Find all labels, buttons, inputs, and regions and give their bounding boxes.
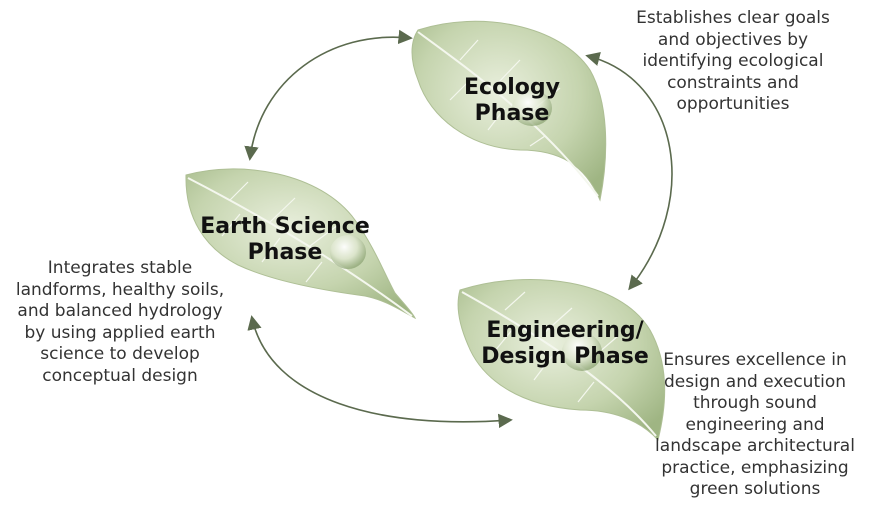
earth-science-phase-title: Earth Science Phase — [200, 214, 370, 265]
arrow-ecology-engineering — [585, 51, 673, 291]
ecology-description: Establishes clear goals and objectives b… — [636, 8, 830, 115]
arrow-earth-science-engineering — [247, 315, 513, 429]
engineering-phase-title: Engineering/ Design Phase — [481, 318, 649, 369]
engineering-description: Ensures excellence in design and executi… — [655, 350, 855, 500]
earth-science-description: Integrates stable landforms, healthy soi… — [15, 258, 225, 386]
engineering-leaf — [457, 278, 666, 442]
arrow-ecology-earth-science — [244, 29, 413, 161]
earth-science-leaf — [185, 168, 417, 320]
ecology-leaf — [411, 20, 607, 202]
ecology-phase-title: Ecology Phase — [464, 75, 560, 126]
